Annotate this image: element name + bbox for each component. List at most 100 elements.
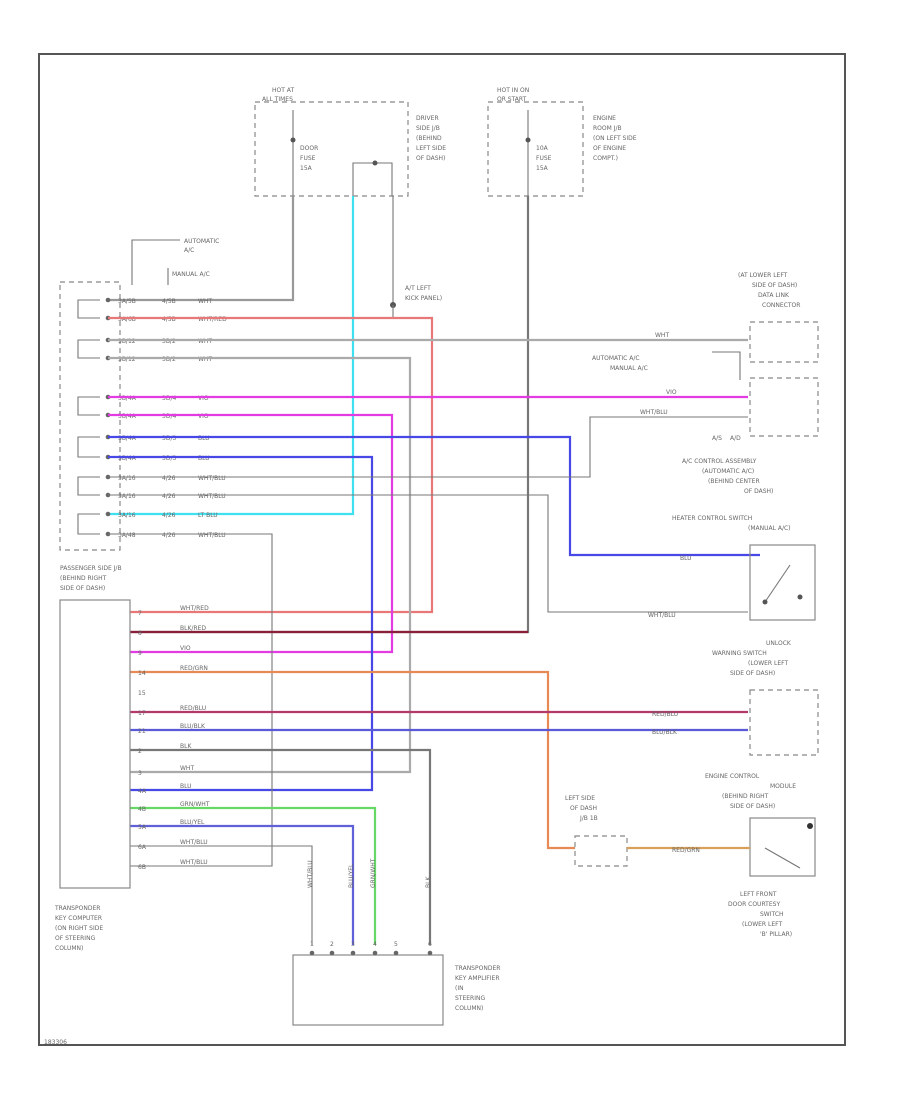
pass-jb-title-2: (BEHIND RIGHT	[60, 575, 107, 582]
jb-pin-b: 3B/2	[162, 356, 176, 363]
unlock-wire-redblu: RED/BLU	[652, 711, 678, 718]
unlock-wire-blublk: BLU/BLK	[652, 729, 678, 736]
amp-wire-1: WHT/BLU	[307, 860, 314, 888]
door-switch-box	[749, 817, 816, 877]
amp-label-2: KEY AMPLIFIER	[455, 975, 500, 982]
ac-switch-box	[749, 544, 816, 621]
ecm-label-2: MODULE	[770, 783, 796, 790]
fuse1-desc-2: SIDE J/B	[416, 125, 440, 132]
jb-pin-a: 3A/16	[118, 493, 136, 500]
computer-wire-color: WHT/BLU	[180, 859, 208, 866]
computer-label-4: OF STEERING	[55, 935, 96, 942]
jb-loop	[77, 299, 100, 319]
computer-label-5: COLUMN)	[55, 945, 83, 952]
ac-label-6: (MANUAL A/C)	[748, 525, 791, 532]
left-dash-label-3: J/B 1B	[579, 815, 598, 822]
wire-wht-computer	[108, 356, 412, 774]
door-wire-label: RED/GRN	[672, 847, 700, 854]
jb-wire-color: WHT/RED	[198, 316, 227, 323]
computer-wire-color: BLU/YEL	[180, 819, 205, 826]
amp-label-1: TRANSPONDER	[454, 965, 500, 972]
dlc-wire-vio: VIO	[666, 389, 677, 396]
computer-wire-color: RED/GRN	[180, 665, 208, 672]
dlc-manual-ac: MANUAL A/C	[610, 365, 648, 372]
door-switch-ground	[807, 823, 813, 829]
ac-label-5: HEATER CONTROL SWITCH	[672, 515, 752, 522]
fuse1-terminal	[290, 137, 296, 143]
jb-pin-a: 3A/5B	[118, 298, 136, 305]
dlc-label-2: SIDE OF DASH)	[752, 282, 797, 289]
transponder-key-amplifier-box	[292, 954, 444, 1026]
computer-wire-color: WHT	[180, 765, 194, 772]
computer-wire-color: GRN/WHT	[180, 801, 210, 808]
auto-ac-label-2: A/C	[184, 247, 194, 254]
door-switch-arm	[764, 847, 801, 869]
fuse2-hot-label-2: OR START	[497, 96, 527, 103]
amplifier-terminal	[372, 950, 378, 956]
amp-label-3: (IN	[455, 985, 464, 992]
amplifier-terminal	[309, 950, 315, 956]
fuse1-jumper	[352, 162, 393, 196]
wire-whtblu-ac	[108, 494, 748, 613]
jb-wire-color: BLU	[198, 435, 210, 442]
fuse2-terminal	[525, 137, 531, 143]
computer-wire-color: BLK/RED	[180, 625, 206, 632]
wire-ltblu-feed	[108, 196, 355, 516]
computer-pin: 21	[138, 728, 146, 735]
jb-pin-b: 4/26	[162, 475, 176, 482]
fuse2-name-2: FUSE	[536, 155, 552, 162]
amplifier-pin: 3	[351, 941, 355, 948]
jb-loop	[77, 436, 100, 458]
jb-wire-color: WHT	[198, 338, 212, 345]
dlc-pin-ad: A/D	[730, 435, 741, 442]
ac-label-2: (AUTOMATIC A/C)	[702, 468, 754, 475]
fuse1-desc-4: LEFT SIDE	[416, 145, 446, 152]
dlc-label-3: DATA LINK	[758, 292, 790, 299]
ac-switch-arm	[764, 564, 791, 603]
driver-side-jb-box	[254, 101, 409, 197]
jb-loop	[77, 339, 100, 359]
computer-wire-color: WHT/RED	[180, 605, 209, 612]
left-dash-label-2: OF DASH	[570, 805, 597, 812]
jb-wire-color: WHT	[198, 298, 212, 305]
unlock-switch-box	[749, 689, 819, 756]
door-label-3: SWITCH	[760, 911, 784, 918]
computer-label-3: (ON RIGHT SIDE	[55, 925, 103, 932]
ecm-label-1: ENGINE CONTROL	[705, 773, 760, 780]
computer-wire-color: WHT/BLU	[180, 839, 208, 846]
jb-wire-color: VIO	[198, 395, 209, 402]
manual-ac-label: MANUAL A/C	[172, 271, 210, 278]
jb-loop	[77, 396, 100, 416]
jb-pin-b: 4/5B	[162, 298, 176, 305]
jb-pin-b: 3D/4	[162, 413, 176, 420]
amp-wire-2: BLU/YEL	[348, 863, 355, 888]
auto-ac-leader	[131, 239, 180, 285]
amplifier-pin: 2	[330, 941, 334, 948]
wire-blk-amp	[130, 748, 432, 945]
jb-pin-a: 3B/12	[118, 338, 136, 345]
ac-wire-whtblu: WHT/BLU	[648, 612, 676, 619]
fuse2-name-3: 15A	[536, 165, 549, 172]
computer-pin: 15	[138, 690, 146, 697]
computer-pin: 4A	[138, 788, 147, 795]
ac-label-1: A/C CONTROL ASSEMBLY	[682, 458, 757, 465]
jb-wire-color: BLU	[198, 455, 210, 462]
amp-label-5: COLUMN)	[455, 1005, 483, 1012]
jb-loop	[77, 513, 100, 535]
computer-pin: 6B	[138, 864, 146, 871]
figure-code: 183306	[44, 1039, 67, 1046]
fuse1-desc-5: OF DASH)	[416, 155, 445, 162]
fuse1-desc-1: DRIVER	[416, 115, 439, 122]
wire-bluyel-amp	[130, 824, 355, 945]
pass-jb-title-1: PASSENGER SIDE J/B	[60, 565, 122, 572]
fuse2-desc-1: ENGINE	[593, 115, 616, 122]
jb-pin-a: 3A/6B	[118, 316, 136, 323]
wire-wht-feed	[108, 196, 295, 302]
computer-wire-color: RED/BLU	[180, 705, 206, 712]
ground-label-1: A/T LEFT	[405, 285, 431, 292]
fuse1-jumper-dot	[372, 160, 378, 166]
wire-grnwht-amp	[130, 806, 377, 945]
ac-wire-blu: BLU	[680, 555, 692, 562]
